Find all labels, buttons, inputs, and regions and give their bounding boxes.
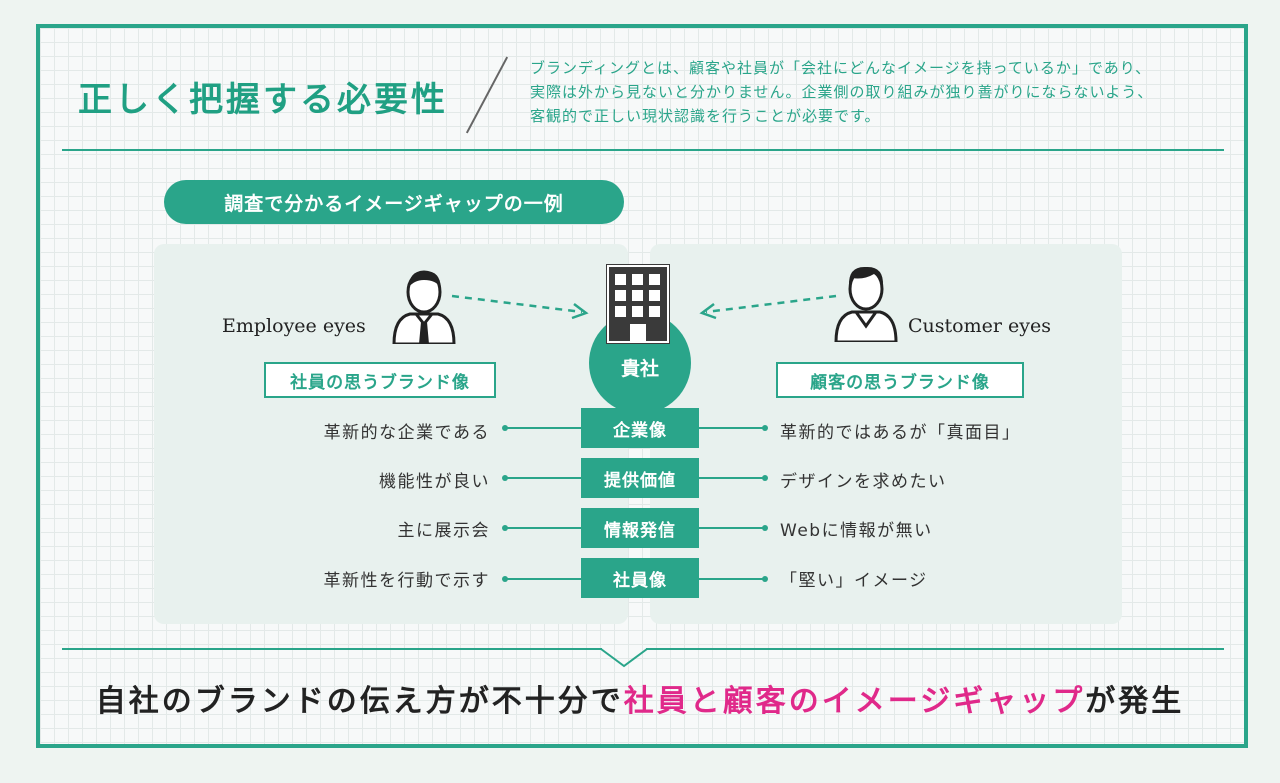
employee-row-value: 主に展示会 bbox=[397, 521, 490, 541]
row-connector-line bbox=[505, 427, 581, 429]
row-connector-dot bbox=[762, 525, 768, 531]
customer-panel bbox=[650, 244, 1122, 624]
category-box: 社員像 bbox=[581, 558, 699, 598]
row-connector-dot bbox=[762, 576, 768, 582]
building-icon bbox=[606, 264, 670, 344]
employee-row-value: 革新性を行動で示す bbox=[323, 571, 490, 591]
customer-row-value: Webに情報が無い bbox=[780, 521, 933, 541]
row-connector-line bbox=[505, 527, 581, 529]
company-label: 貴社 bbox=[620, 358, 659, 380]
row-connector-line bbox=[699, 527, 765, 529]
customer-row-value: 「堅い」イメージ bbox=[780, 571, 928, 591]
customer-row-value: 革新的ではあるが「真面目」 bbox=[780, 423, 1021, 443]
customer-to-company-arrow-icon bbox=[699, 294, 837, 320]
intro-line: ブランディングとは、顧客や社員が「会社にどんなイメージを持っているか」であり、 bbox=[530, 59, 1152, 77]
employee-row-value: 機能性が良い bbox=[379, 472, 490, 492]
row-connector-line bbox=[699, 578, 765, 580]
conclusion-rule-right bbox=[646, 648, 1224, 650]
row-connector-dot bbox=[762, 425, 768, 431]
example-heading-pill: 調査で分かるイメージギャップの一例 bbox=[164, 180, 624, 224]
employee-brand-image-label: 社員の思うブランド像 bbox=[264, 362, 496, 398]
customer-brand-image-label: 顧客の思うブランド像 bbox=[776, 362, 1024, 398]
row-connector-line bbox=[505, 578, 581, 580]
customer-row-value: デザインを求めたい bbox=[780, 472, 947, 492]
employee-person-icon bbox=[392, 270, 456, 344]
conclusion-prefix: 自社のブランドの伝え方が不十分で bbox=[95, 684, 624, 719]
page-title: 正しく把握する必要性 bbox=[78, 80, 448, 120]
row-connector-dot bbox=[762, 475, 768, 481]
chevron-down-icon bbox=[600, 648, 648, 668]
customer-person-icon bbox=[834, 266, 898, 342]
category-box: 提供価値 bbox=[581, 458, 699, 498]
category-box: 企業像 bbox=[581, 408, 699, 448]
header-rule bbox=[62, 149, 1224, 151]
conclusion-text: 自社のブランドの伝え方が不十分で社員と顧客のイメージギャップが発生 bbox=[0, 676, 1280, 720]
conclusion-highlight: 社員と顧客のイメージギャップ bbox=[623, 684, 1086, 719]
customer-eyes-label: Customer eyes bbox=[908, 315, 1051, 337]
row-connector-line bbox=[699, 477, 765, 479]
employee-row-value: 革新的な企業である bbox=[323, 423, 490, 443]
intro-line: 客観的で正しい現状認識を行うことが必要です。 bbox=[530, 107, 881, 125]
employee-eyes-label: Employee eyes bbox=[222, 315, 366, 337]
row-connector-line bbox=[699, 427, 765, 429]
conclusion-rule-left bbox=[62, 648, 602, 650]
intro-text: ブランディングとは、顧客や社員が「会社にどんなイメージを持っているか」であり、 … bbox=[530, 56, 1230, 128]
row-connector-line bbox=[505, 477, 581, 479]
intro-line: 実際は外から見ないと分かりません。企業側の取り組みが独り善がりにならないよう、 bbox=[530, 83, 1154, 101]
category-box: 情報発信 bbox=[581, 508, 699, 548]
conclusion-suffix: が発生 bbox=[1085, 684, 1185, 719]
employee-to-company-arrow-icon bbox=[451, 294, 589, 320]
